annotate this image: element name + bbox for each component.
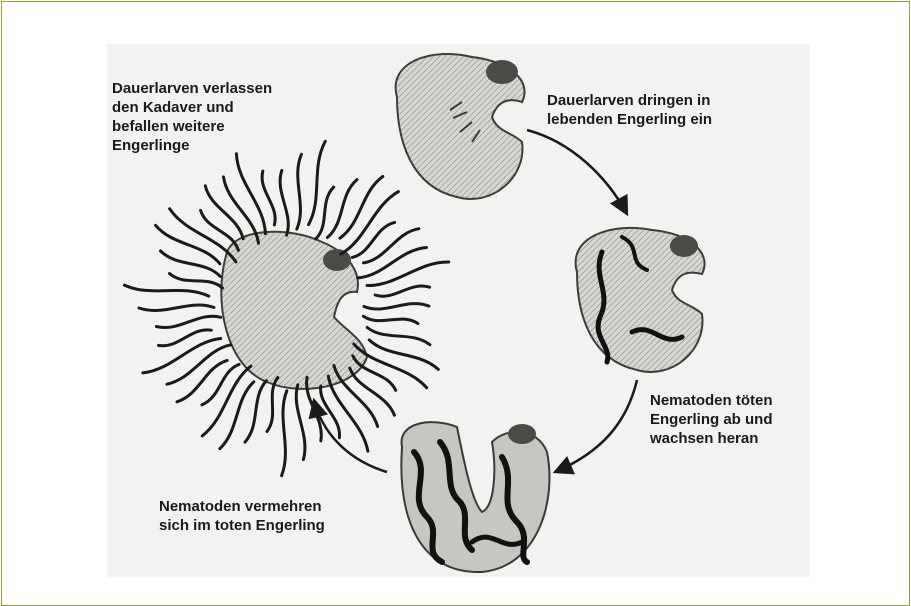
grub-left-illustration <box>124 141 448 475</box>
nematode-larva <box>296 385 305 460</box>
nematode-larva <box>350 368 395 415</box>
nematode-larva <box>321 386 340 438</box>
nematode-larva <box>139 305 214 310</box>
label-larvae-leave: Dauerlarven verlassen den Kadaver und be… <box>112 79 272 155</box>
grub-right-illustration <box>576 228 705 372</box>
nematode-larva <box>280 170 288 235</box>
grub-top-illustration <box>396 54 525 199</box>
nematode-larva <box>156 316 220 327</box>
nematode-larva <box>156 225 220 263</box>
nematode-larva <box>205 186 243 239</box>
nematode-larva <box>375 286 430 296</box>
arrow-bottom-to-left <box>314 400 387 472</box>
label-nematodes-multiply: Nematoden vermehren sich im toten Engerl… <box>159 497 325 535</box>
label-nematodes-kill: Nematoden töten Engerling ab und wachsen… <box>650 391 773 448</box>
nematode-larva <box>340 177 383 239</box>
nematode-larva <box>282 391 287 476</box>
arrow-top-to-right <box>527 130 627 214</box>
nematode-larva <box>124 285 208 296</box>
nematode-larva <box>309 141 326 224</box>
label-larvae-enter: Dauerlarven dringen in lebenden Engerlin… <box>547 91 712 129</box>
nematode-larva <box>363 316 418 323</box>
nematode-larva <box>316 187 334 239</box>
nematode-larva <box>297 154 302 229</box>
nematode-larva <box>364 304 429 309</box>
nematode-larva <box>177 360 227 401</box>
nematode-larva <box>367 262 449 286</box>
nematode-larva <box>262 171 275 225</box>
nematode-larva <box>364 229 419 263</box>
arrow-right-to-bottom <box>555 380 637 472</box>
nematode-larva <box>170 274 223 289</box>
nematode-larva <box>367 328 430 345</box>
grub-bottom-illustration <box>401 422 549 572</box>
